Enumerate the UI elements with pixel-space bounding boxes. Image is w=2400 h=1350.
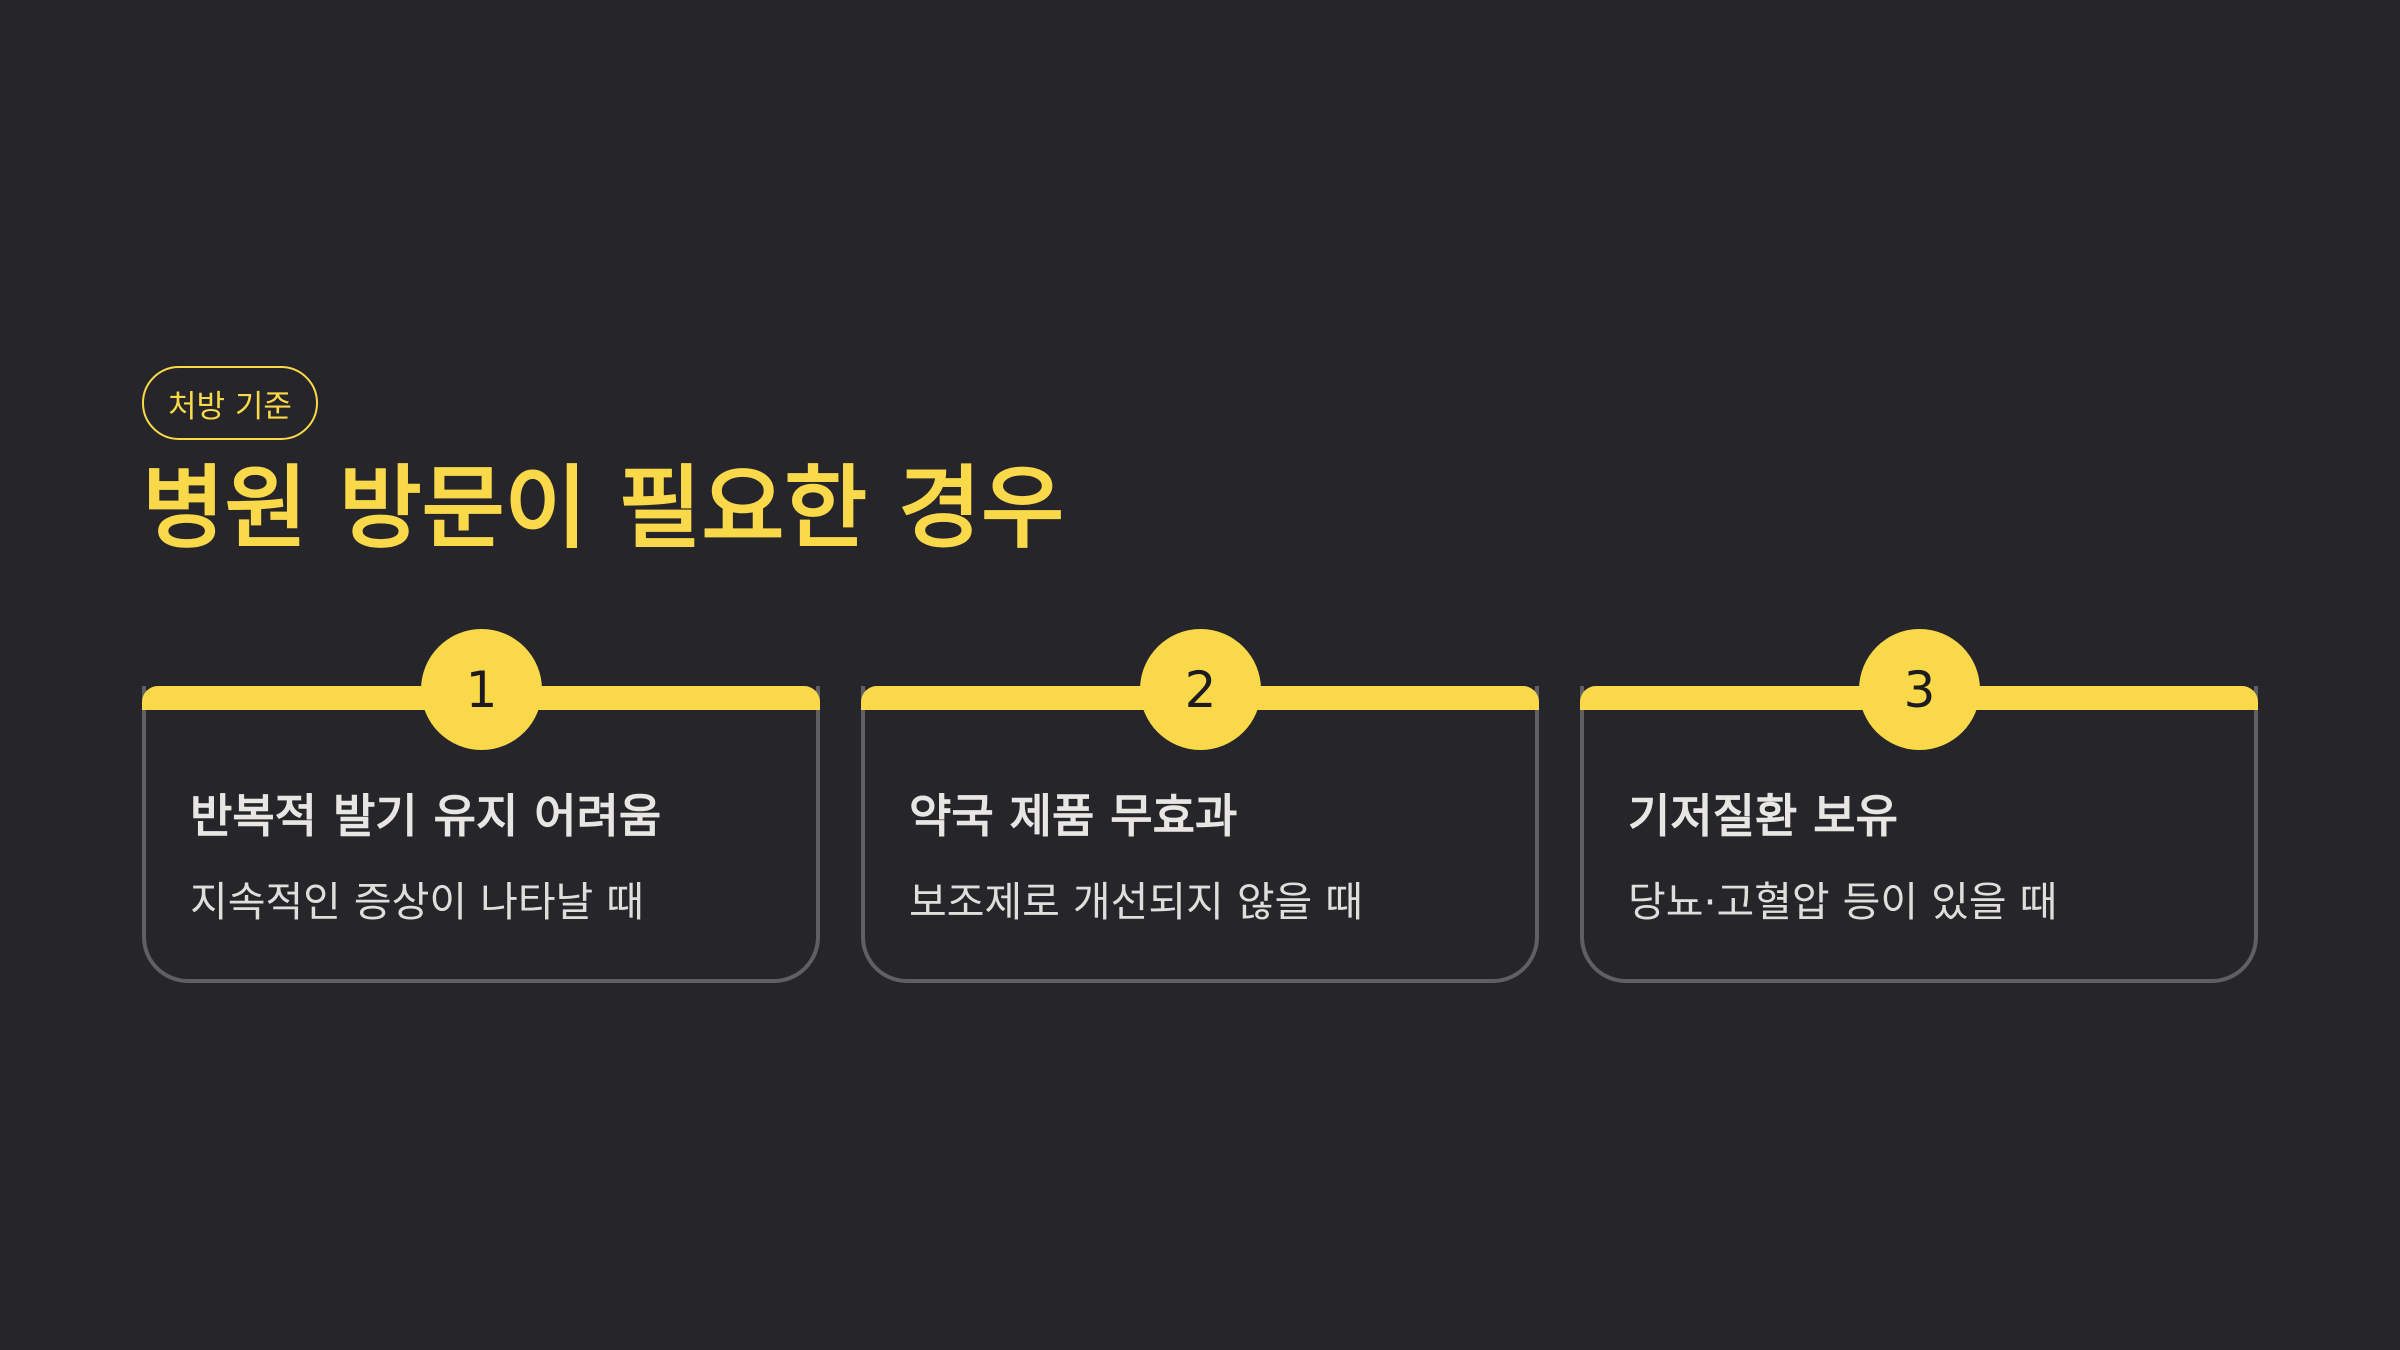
criteria-card-1: 1 반복적 발기 유지 어려움 지속적인 증상이 나타날 때 [142, 629, 820, 983]
card-title: 기저질환 보유 [1628, 789, 1898, 843]
criteria-card-3: 3 기저질환 보유 당뇨·고혈압 등이 있을 때 [1580, 629, 2258, 983]
step-number-badge: 3 [1859, 629, 1980, 750]
step-number-badge: 1 [421, 629, 542, 750]
step-number-badge: 2 [1140, 629, 1261, 750]
card-description: 보조제로 개선되지 않을 때 [909, 878, 1364, 926]
card-title: 약국 제품 무효과 [909, 789, 1238, 843]
category-badge: 처방 기준 [142, 366, 318, 440]
card-description: 당뇨·고혈압 등이 있을 때 [1628, 878, 2058, 926]
card-description: 지속적인 증상이 나타날 때 [190, 878, 645, 926]
criteria-card-2: 2 약국 제품 무효과 보조제로 개선되지 않을 때 [861, 629, 1539, 983]
page-title: 병원 방문이 필요한 경우 [142, 456, 1064, 561]
card-title: 반복적 발기 유지 어려움 [190, 789, 662, 843]
